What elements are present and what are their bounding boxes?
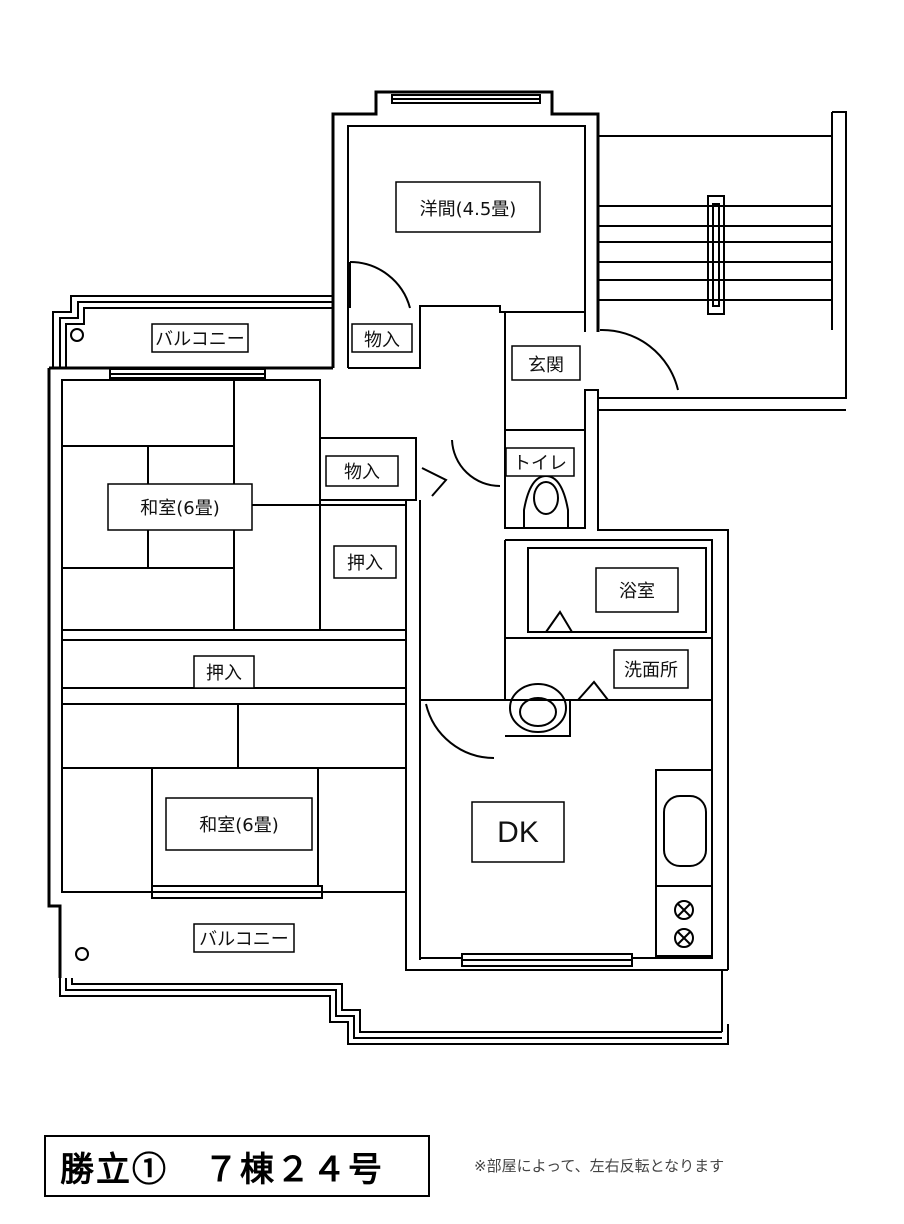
label-balcony-south: バルコニー <box>199 929 289 950</box>
south-balcony-outline <box>59 978 729 1045</box>
stove-burner-2 <box>674 928 694 948</box>
label-balcony-north: バルコニー <box>155 329 245 350</box>
label-dining-kitchen: DK <box>497 816 539 849</box>
door-swing-western <box>349 260 411 309</box>
label-western-room: 洋間(4.5畳) <box>420 199 517 220</box>
north-balcony-outline <box>52 295 333 368</box>
kitchen-counter <box>655 769 713 957</box>
door-swing-entrance <box>599 328 679 391</box>
label-storage-western: 物入 <box>364 330 400 351</box>
reversal-note: ※部屋によって、左右反転となります <box>474 1157 725 1175</box>
label-japanese-room-1: 和室(6畳) <box>140 498 220 519</box>
western-room-inner-wall <box>347 125 586 368</box>
property-title: 勝立① ７棟２４号 <box>60 1149 384 1190</box>
label-closet-2: 押入 <box>206 663 242 684</box>
label-japanese-room-2: 和室(6畳) <box>199 815 279 836</box>
label-storage-hall: 物入 <box>344 462 380 483</box>
west-outer-wall <box>47 368 62 978</box>
western-room-outer-wall <box>331 90 600 368</box>
toilet-fixture <box>523 474 569 528</box>
wash-basin <box>509 683 567 733</box>
label-bathroom: 浴室 <box>619 581 655 602</box>
label-closet-1: 押入 <box>347 553 383 574</box>
stove-burner-1 <box>674 900 694 920</box>
label-entrance: 玄関 <box>528 355 564 376</box>
label-washroom: 洗面所 <box>624 660 678 681</box>
label-toilet: トイレ <box>513 453 567 474</box>
property-title-box: 勝立① ７棟２４号 <box>44 1135 430 1197</box>
outside-stairs <box>598 135 832 301</box>
